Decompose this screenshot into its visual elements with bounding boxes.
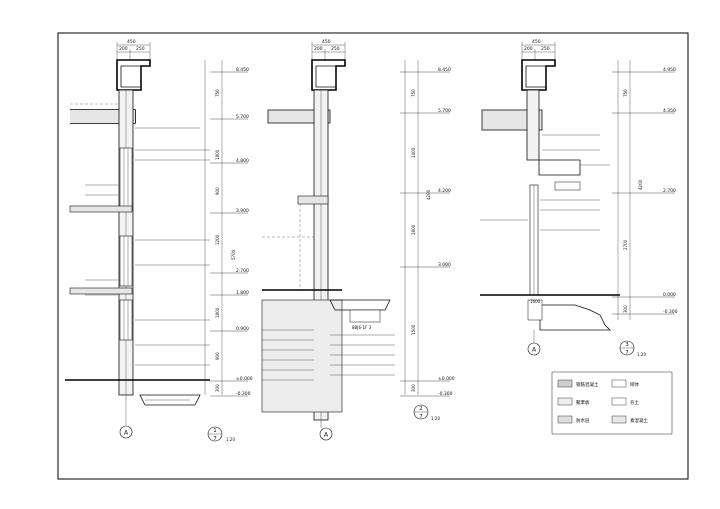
- section-1-elevations: 8.450 5.700 4.800 3.900 2.700 1.800 0.90…: [210, 67, 253, 397]
- section-2-top-dim-3: 250: [331, 46, 340, 52]
- vdim: 750: [411, 89, 416, 97]
- legend-label: 钢筋混凝土: [576, 381, 599, 388]
- vdim: 1600: [530, 299, 541, 304]
- wall-section-2: 450 200 250 8BJ6-1F 3: [261, 39, 455, 441]
- vdim: 4200: [638, 179, 643, 190]
- elev-label: 8.450: [438, 67, 451, 73]
- elev-label: 1.800: [236, 290, 249, 296]
- elev-label: 4.350: [663, 108, 676, 114]
- legend-swatch: [611, 397, 627, 406]
- vdim: 1200: [215, 234, 220, 245]
- vdim: 1800: [215, 307, 220, 318]
- elev-label: 4.800: [236, 158, 249, 164]
- axis-label: A: [532, 347, 537, 354]
- section-1-top-dim-3: 250: [136, 46, 145, 52]
- elev-label: 0.900: [236, 326, 249, 332]
- elev-label: 4.200: [438, 188, 451, 194]
- section-index-number: 2: [419, 406, 423, 412]
- vdim: 900: [215, 352, 220, 360]
- elev-label: ±0.000: [438, 376, 455, 382]
- wall-section-3: 450 200 250 4.950 4.350: [480, 39, 678, 357]
- elev-label: 3.000: [438, 262, 451, 268]
- vdim: 750: [623, 89, 628, 97]
- vdim: 300: [411, 384, 416, 392]
- section-3-top-dim-3: 250: [541, 46, 550, 52]
- elev-label: -0.300: [663, 309, 678, 315]
- legend-label: 防水层: [576, 417, 590, 424]
- section-scale: 1:20: [431, 416, 440, 421]
- vdim: 900: [215, 187, 220, 195]
- axis-bubble: [319, 427, 333, 441]
- callout-box: [349, 309, 381, 323]
- legend-swatch: [557, 415, 573, 424]
- legend-label: 夯土: [630, 399, 639, 406]
- elev-label: ±0.000: [236, 376, 253, 382]
- vdim: 5700: [231, 249, 236, 260]
- elev-label: 5.700: [438, 108, 451, 114]
- elev-label: 5.700: [236, 114, 249, 120]
- material-legend: 钢筋混凝土 砌体 聚苯板 夯土 防水层 素混凝土: [551, 371, 673, 435]
- axis-bubble: [119, 425, 133, 439]
- legend-row: 防水层 素混凝土: [557, 415, 648, 424]
- legend-swatch: [557, 397, 573, 406]
- vdim: 300: [215, 384, 220, 392]
- elev-label: 2.700: [663, 188, 676, 194]
- axis-label: A: [324, 432, 329, 439]
- vdim: 750: [215, 89, 220, 97]
- elev-label: 8.450: [236, 67, 249, 73]
- legend-swatch: [611, 379, 627, 388]
- elev-label: -0.300: [236, 391, 251, 397]
- vdim: 2800: [411, 224, 416, 235]
- section-2-elevations: 8.450 5.700 4.200 3.000 ±0.000 -0.300: [400, 67, 455, 397]
- section-index-sheet: 7: [625, 350, 629, 356]
- section-index-number: 1: [213, 428, 217, 434]
- vdim: 1400: [411, 147, 416, 158]
- section-scale: 1:20: [637, 352, 646, 357]
- section-3-elevations: 4.950 4.350 2.700 0.000 -0.300: [612, 67, 678, 315]
- vdim: 1500: [411, 324, 416, 335]
- section-3-top-dim-1: 450: [532, 39, 541, 45]
- legend-label: 聚苯板: [576, 399, 590, 406]
- section-index-sheet: 7: [213, 436, 217, 442]
- section-index-number: 3: [625, 342, 629, 348]
- section-2-top-dim-2: 200: [314, 46, 323, 52]
- vdim: 1800: [215, 149, 220, 160]
- legend-row: 钢筋混凝土 砌体: [557, 379, 639, 388]
- elev-label: -0.300: [438, 391, 453, 397]
- section-2-top-dim-1: 450: [322, 39, 331, 45]
- section-1-top-dim-2: 200: [119, 46, 128, 52]
- sheet-border: [57, 32, 689, 480]
- legend-row: 聚苯板 夯土: [557, 397, 639, 406]
- vdim: 300: [623, 305, 628, 313]
- wall-section-1: 450 200 250: [65, 39, 253, 442]
- elev-label: 4.950: [663, 67, 676, 73]
- elev-label: 3.900: [236, 208, 249, 214]
- axis-bubble: [527, 342, 541, 356]
- legend-swatch: [611, 415, 627, 424]
- legend-label: 素混凝土: [630, 417, 648, 424]
- legend-frame: [551, 371, 673, 435]
- legend-label: 砌体: [630, 381, 639, 388]
- callout-ref: 8BJ6-1F 3: [352, 325, 372, 330]
- section-scale: 1:20: [226, 437, 235, 442]
- vdim: 4200: [426, 189, 431, 200]
- elev-label: 2.700: [236, 268, 249, 274]
- section-3-top-dim-2: 200: [524, 46, 533, 52]
- axis-label: A: [124, 430, 129, 437]
- section-1-top-dim-1: 450: [127, 39, 136, 45]
- elev-label: 0.000: [663, 292, 676, 298]
- legend-swatch: [557, 379, 573, 388]
- vdim: 2700: [623, 239, 628, 250]
- section-index-sheet: 7: [419, 414, 423, 420]
